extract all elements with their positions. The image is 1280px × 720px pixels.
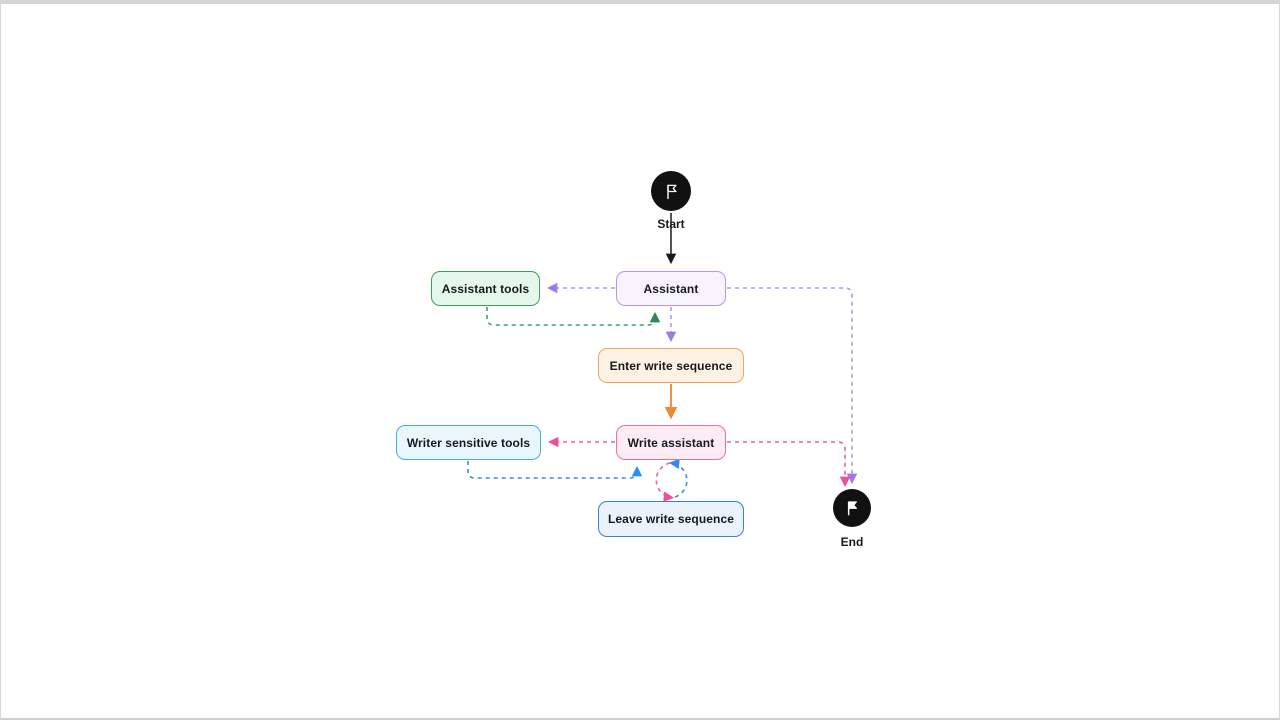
edge-assistant-to-end	[727, 287, 858, 485]
node-enter-write-sequence[interactable]: Enter write sequence	[598, 348, 744, 383]
edge-assistant-tools-to-assistant	[486, 307, 661, 326]
node-write-assistant[interactable]: Write assistant	[616, 425, 726, 460]
edge-leave-write-sequence-to-write-assistant	[668, 458, 688, 498]
edge-write-assistant-to-leave-write-sequence	[655, 462, 675, 502]
node-leave-write-sequence-label: Leave write sequence	[607, 512, 735, 526]
flag-outline-icon	[666, 184, 677, 199]
node-writer-sensitive-tools-label: Writer sensitive tools	[406, 435, 531, 450]
start-node[interactable]	[651, 171, 691, 211]
node-writer-sensitive-tools[interactable]: Writer sensitive tools	[396, 425, 541, 460]
node-leave-write-sequence[interactable]: Leave write sequence	[598, 501, 744, 537]
node-assistant-tools[interactable]: Assistant tools	[431, 271, 540, 306]
node-assistant-tools-label: Assistant tools	[441, 281, 530, 296]
node-write-assistant-label: Write assistant	[627, 435, 715, 450]
edge-writer-sensitive-tools-to-write-assistant	[467, 461, 643, 479]
end-node[interactable]	[833, 489, 871, 527]
edge-write-assistant-to-end	[727, 441, 851, 488]
end-label: End	[840, 535, 864, 549]
node-assistant-label: Assistant	[643, 281, 699, 296]
start-label: Start	[657, 217, 685, 231]
node-enter-write-sequence-label: Enter write sequence	[609, 358, 733, 373]
node-assistant[interactable]: Assistant	[616, 271, 726, 306]
flag-filled-icon	[847, 501, 857, 516]
